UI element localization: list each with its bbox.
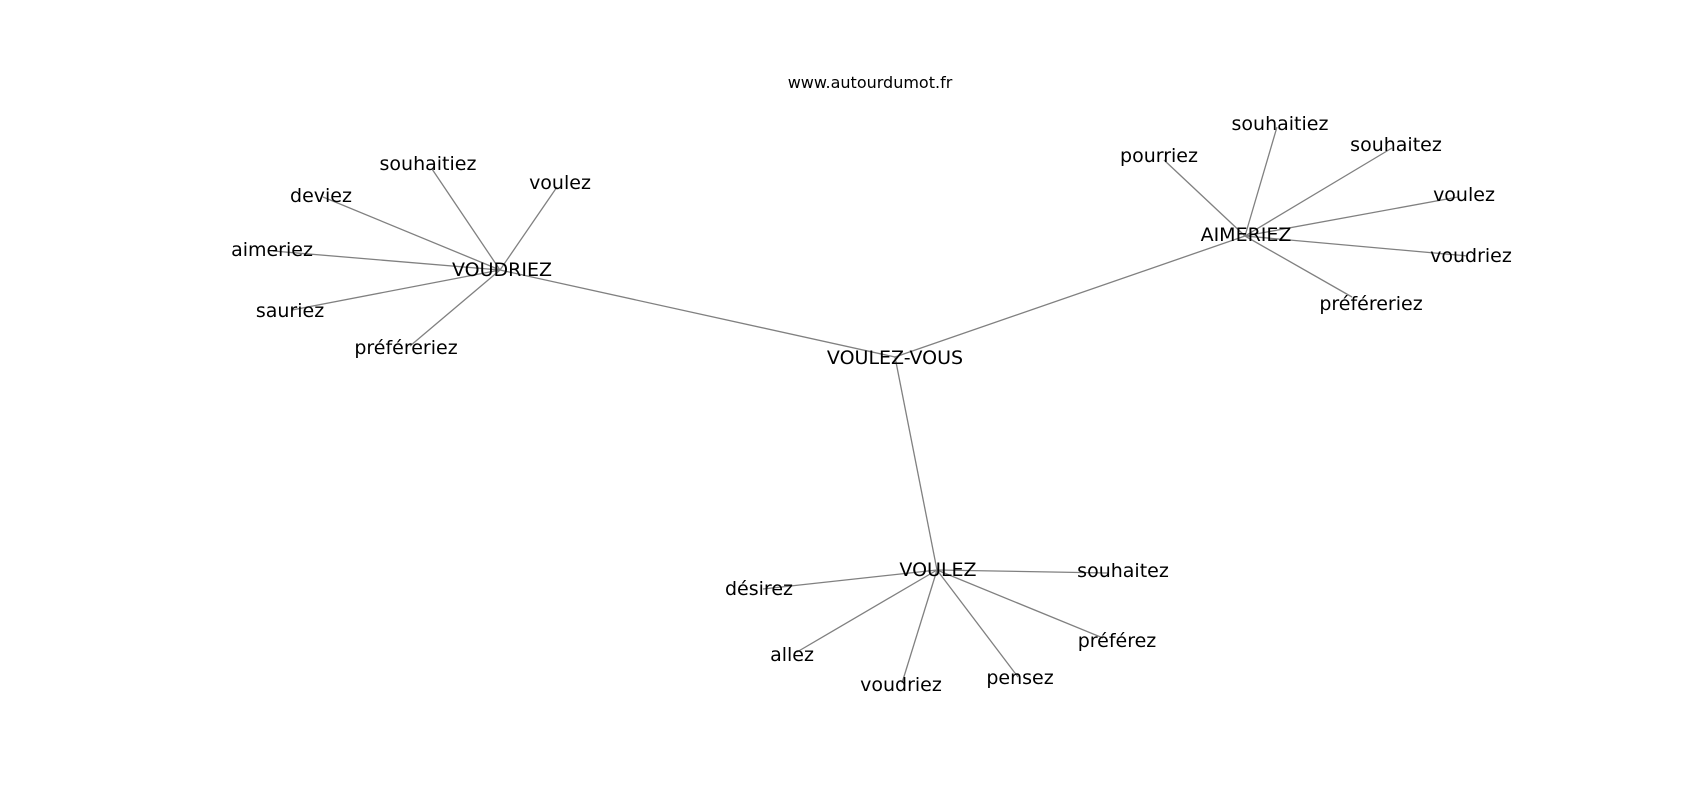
site-url: www.autourdumot.fr (788, 73, 953, 92)
edge-voudriez-aimeriez (272, 250, 501, 271)
hub-node-label[interactable]: VOULEZ (899, 559, 976, 581)
hub-node-label[interactable]: VOUDRIEZ (452, 259, 552, 281)
edge-voulez-preferez (936, 569, 1104, 639)
edge-voulez-allez (796, 569, 938, 653)
leaf-node-label[interactable]: souhaitiez (380, 153, 477, 175)
leaf-node-label[interactable]: sauriez (256, 300, 324, 322)
node-labels: VOULEZ-VOUS VOUDRIEZ souhaitiez voulez d… (231, 113, 1512, 696)
leaf-node-label[interactable]: préférez (1078, 630, 1157, 652)
leaf-node-label[interactable]: aimeriez (231, 239, 313, 261)
leaf-node-label[interactable]: voulez (529, 172, 591, 194)
leaf-node-label[interactable]: voulez (1433, 184, 1495, 206)
edge-voulez-pensez (936, 569, 1019, 678)
edge-aimeriez-souhaitiez (1244, 126, 1278, 237)
leaf-node-label[interactable]: souhaitiez (1232, 113, 1329, 135)
leaf-node-label[interactable]: préféreriez (1319, 293, 1422, 315)
leaf-node-label[interactable]: deviez (290, 185, 352, 207)
edges (272, 126, 1469, 684)
edge-center-voudriez (499, 269, 896, 358)
edge-voudriez-deviez (322, 196, 501, 271)
leaf-node-label[interactable]: voudriez (860, 674, 942, 696)
center-node-label[interactable]: VOULEZ-VOUS (827, 347, 963, 369)
edge-center-aimeriez (894, 235, 1246, 358)
leaf-node-label[interactable]: souhaitez (1077, 560, 1169, 582)
leaf-node-label[interactable]: souhaitez (1350, 134, 1442, 156)
edge-aimeriez-pourriez (1163, 159, 1246, 237)
edge-aimeriez-prefereriez (1244, 235, 1353, 298)
leaf-node-label[interactable]: désirez (725, 578, 793, 600)
edge-voudriez-sauriez (291, 269, 501, 311)
edge-voulez-voudriez (901, 569, 938, 684)
edge-voudriez-prefereriez (409, 269, 501, 347)
hub-node-label[interactable]: AIMERIEZ (1201, 224, 1292, 246)
leaf-node-label[interactable]: pensez (986, 667, 1053, 689)
edge-aimeriez-voudriez (1244, 235, 1469, 257)
edge-aimeriez-voulez (1244, 196, 1459, 237)
edge-voulez-desirez (762, 569, 938, 590)
edge-voudriez-voulez (499, 186, 558, 271)
leaf-node-label[interactable]: allez (770, 644, 814, 666)
leaf-node-label[interactable]: pourriez (1120, 145, 1198, 167)
edge-center-voulez (894, 356, 938, 571)
edge-aimeriez-souhaitez (1244, 147, 1393, 237)
leaf-node-label[interactable]: voudriez (1430, 245, 1512, 267)
leaf-node-label[interactable]: préféreriez (354, 337, 457, 359)
edge-voulez-souhaitez (936, 569, 1109, 574)
edge-voudriez-souhaitiez (431, 168, 501, 271)
